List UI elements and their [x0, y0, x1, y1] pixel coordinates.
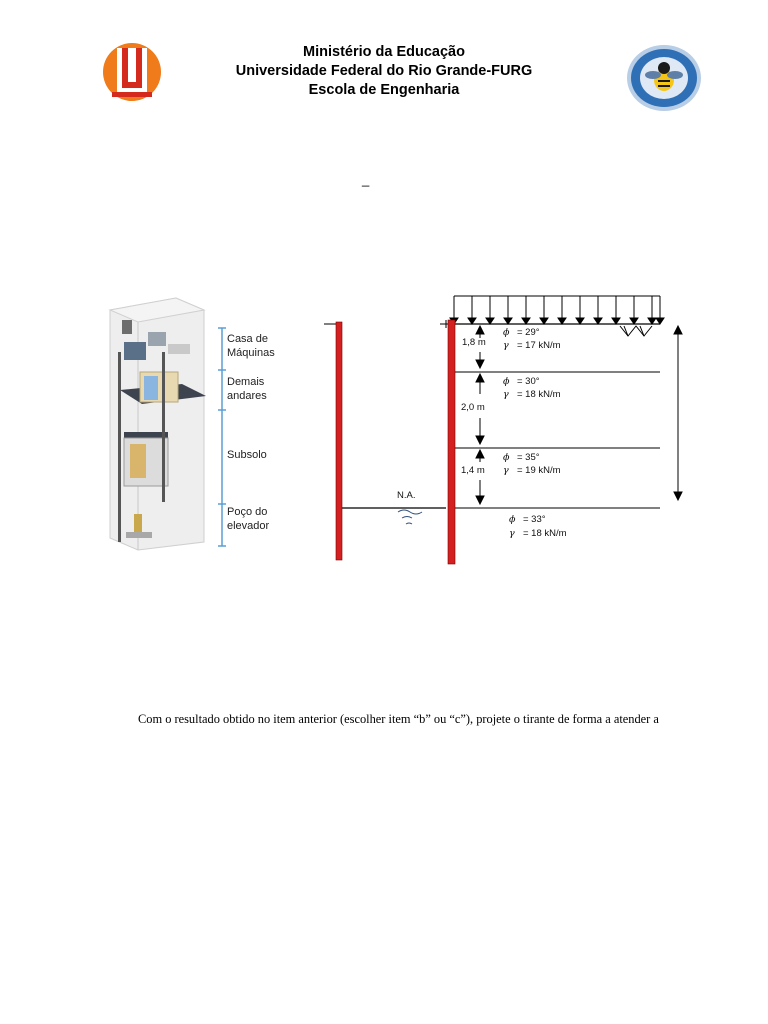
elevator-level-guide — [218, 327, 226, 547]
left-wall — [335, 321, 343, 561]
layer-2-phi: ϕ= 30° — [503, 376, 540, 387]
layer-1-gamma: γ= 17 kN/m — [503, 340, 561, 351]
header-school: Escola de Engenharia — [308, 82, 460, 98]
layer-3-phi: ϕ= 35° — [503, 452, 540, 463]
body-paragraph: Com o resultado obtido no item anterior … — [138, 712, 659, 726]
gamma-symbol: γ — [503, 340, 509, 351]
header-ministry: Ministério da Educação — [303, 44, 465, 60]
ground-hatch-icon — [619, 325, 653, 337]
phi-symbol: ϕ — [503, 452, 510, 463]
layer-2-gamma: γ= 18 kN/m — [503, 389, 561, 400]
gamma-symbol: γ — [509, 528, 515, 539]
header-university: Universidade Federal do Rio Grande-FURG — [235, 63, 533, 79]
layer-4-phi: ϕ= 33° — [509, 514, 546, 525]
water-level-icon — [397, 509, 423, 525]
label-machine-room: Casa de Máquinas — [227, 333, 275, 359]
gamma-symbol: γ — [503, 389, 509, 400]
phi-symbol: ϕ — [509, 514, 516, 525]
dash-mark: _ — [362, 172, 370, 187]
water-level-label: N.A. — [397, 490, 416, 501]
engineering-school-seal-icon — [627, 45, 701, 111]
layer-4-gamma: γ= 18 kN/m — [509, 528, 567, 539]
elevator-illustration — [108, 297, 206, 551]
thickness-layer-2: 2,0 m — [461, 402, 485, 413]
furg-logo-icon — [103, 43, 161, 101]
layer-3-gamma: γ= 19 kN/m — [503, 465, 561, 476]
label-other-floors: Demais andares — [227, 376, 267, 402]
thickness-layer-3: 1,4 m — [461, 465, 485, 476]
retaining-wall-section — [324, 295, 683, 565]
label-elevator-pit: Poço do elevador — [227, 506, 270, 532]
surcharge-load — [449, 295, 665, 325]
layer-1-phi: ϕ= 29° — [503, 327, 540, 338]
right-wall — [447, 319, 456, 565]
phi-symbol: ϕ — [503, 376, 510, 387]
phi-symbol: ϕ — [503, 327, 510, 338]
gamma-symbol: γ — [503, 465, 509, 476]
thickness-layer-1: 1,8 m — [462, 337, 486, 348]
label-basement: Subsolo — [227, 449, 267, 461]
